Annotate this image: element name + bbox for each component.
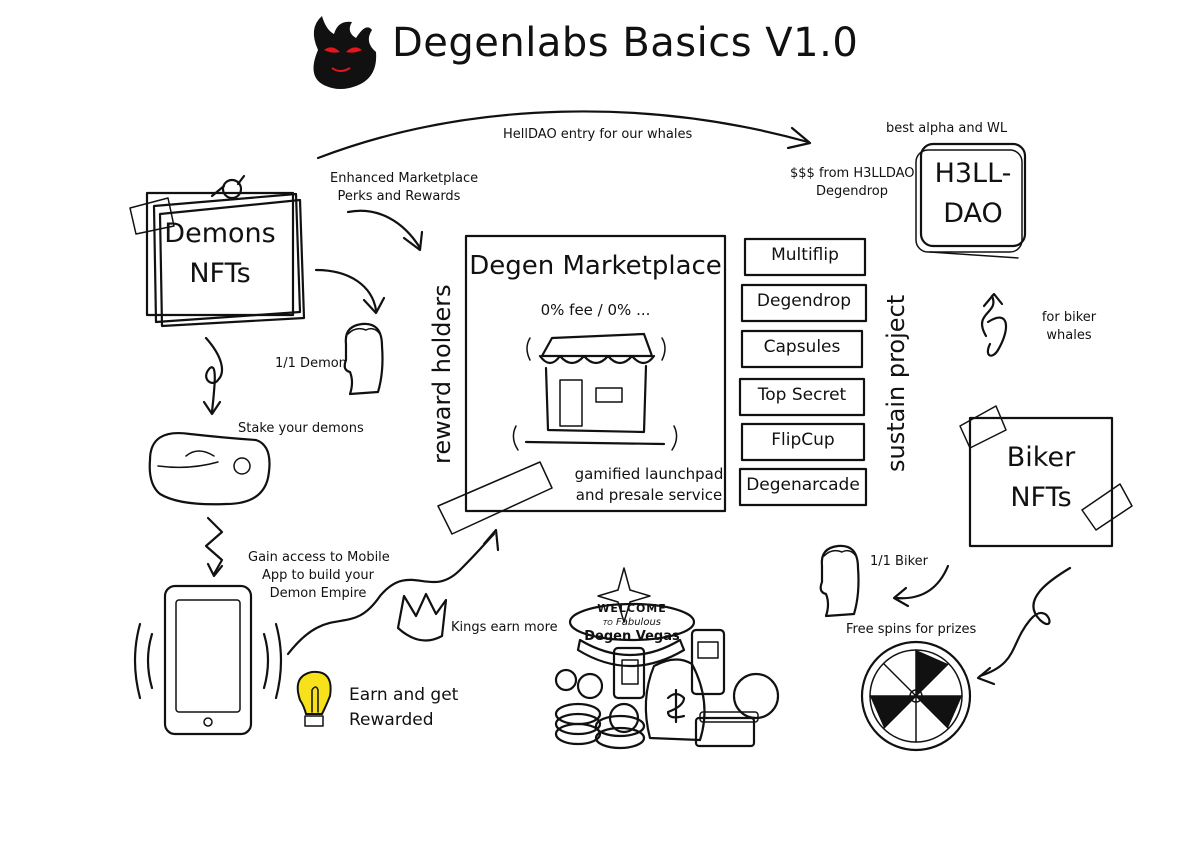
- coins-icon: [554, 628, 780, 750]
- arrow-to-1of1-demon: [314, 268, 378, 312]
- mobile-line1: Gain access to Mobile: [248, 550, 390, 565]
- prize-wheel-icon: [860, 640, 972, 752]
- mobile-line2: App to build your: [261, 568, 375, 583]
- project-capsules: Capsules: [763, 337, 841, 357]
- marketplace-line1: gamified launchpad: [574, 465, 724, 483]
- project-top-secret: Top Secret: [757, 385, 847, 405]
- vegas-to: TO: [603, 619, 613, 627]
- pushpin-icon: [210, 174, 246, 200]
- sustain-project-label: sustain project: [882, 294, 910, 472]
- enhanced-line2: Perks and Rewards: [337, 189, 461, 204]
- arrow-to-1of1-biker: [894, 564, 950, 600]
- lightbulb-icon: [296, 670, 332, 727]
- project-boxes: [738, 237, 868, 507]
- biker-whales-line1: for biker: [1041, 310, 1097, 325]
- stake-label: Stake your demons: [238, 421, 364, 436]
- arrow-to-phone: [204, 516, 224, 576]
- statue-head-icon-biker: [819, 544, 860, 618]
- arrow-hell-to-biker: [980, 294, 995, 338]
- crown-icon: [396, 592, 448, 642]
- free-spins-label: Free spins for prizes: [846, 622, 977, 637]
- hell-dao-caption: best alpha and WL: [886, 121, 1008, 136]
- marketplace-fee: 0% fee / 0% ...: [540, 301, 651, 319]
- vegas-fabulous-text: Fabulous: [615, 617, 661, 628]
- kings-label: Kings earn more: [451, 620, 558, 635]
- one-of-one-biker-label: 1/1 Biker: [870, 554, 928, 569]
- hell-dao-box: [915, 142, 1027, 259]
- biker-line1: Biker: [1006, 442, 1076, 473]
- reward-holders-label: reward holders: [428, 284, 456, 464]
- biker-line2: NFTs: [1010, 482, 1072, 513]
- hell-dao-line1: H3LL-: [934, 158, 1012, 189]
- tape-icon-biker-2: [1081, 483, 1133, 531]
- earn-line2: Rewarded: [349, 710, 434, 730]
- from-hell-line2: Degendrop: [815, 184, 888, 199]
- arrow-to-stake: [204, 336, 224, 414]
- project-flipcup: FlipCup: [771, 430, 835, 450]
- demons-nfts-card: [145, 191, 306, 328]
- storefront-icon: [512, 332, 678, 451]
- phone-icon: [133, 584, 283, 736]
- marketplace-title: Degen Marketplace: [469, 251, 722, 281]
- statue-head-icon: [343, 322, 384, 396]
- steak-icon: [148, 432, 271, 506]
- mobile-line3: Demon Empire: [269, 586, 367, 601]
- earn-line1: Earn and get: [349, 685, 459, 705]
- demons-line2: NFTs: [189, 258, 251, 289]
- arrow-to-marketplace: [286, 532, 496, 656]
- helldao-entry-label: HellDAO entry for our whales: [503, 127, 693, 142]
- marketplace-box: [464, 234, 727, 513]
- hell-dao-line2: DAO: [943, 198, 1003, 229]
- demon-logo-icon: [313, 16, 377, 89]
- tape-icon-marketplace: [437, 461, 553, 535]
- one-of-one-demon-label: 1/1 Demon: [275, 356, 347, 371]
- arrow-enhanced: [346, 209, 422, 250]
- project-degendrop: Degendrop: [756, 291, 852, 311]
- vegas-name: Degen Vegas: [584, 629, 680, 644]
- page-title: Degenlabs Basics V1.0: [392, 20, 859, 66]
- tape-icon: [129, 197, 175, 235]
- arrow-to-free-spins: [978, 566, 1072, 678]
- vegas-fabulous: TO Fabulous: [570, 617, 694, 629]
- project-degenarcade: Degenarcade: [746, 475, 860, 495]
- biker-nfts-card: [968, 416, 1114, 548]
- from-hell-line1: $$$ from H3LLDAO: [790, 166, 915, 181]
- tape-icon-biker: [959, 405, 1007, 449]
- enhanced-line1: Enhanced Marketplace: [330, 171, 479, 186]
- vegas-welcome: WELCOME: [597, 602, 667, 615]
- marketplace-line2: and presale service: [575, 486, 723, 504]
- demons-line1: Demons: [164, 218, 276, 249]
- arrow-helldao-entry: [316, 110, 810, 160]
- project-multiflip: Multiflip: [771, 245, 839, 265]
- biker-whales-line2: whales: [1046, 328, 1092, 343]
